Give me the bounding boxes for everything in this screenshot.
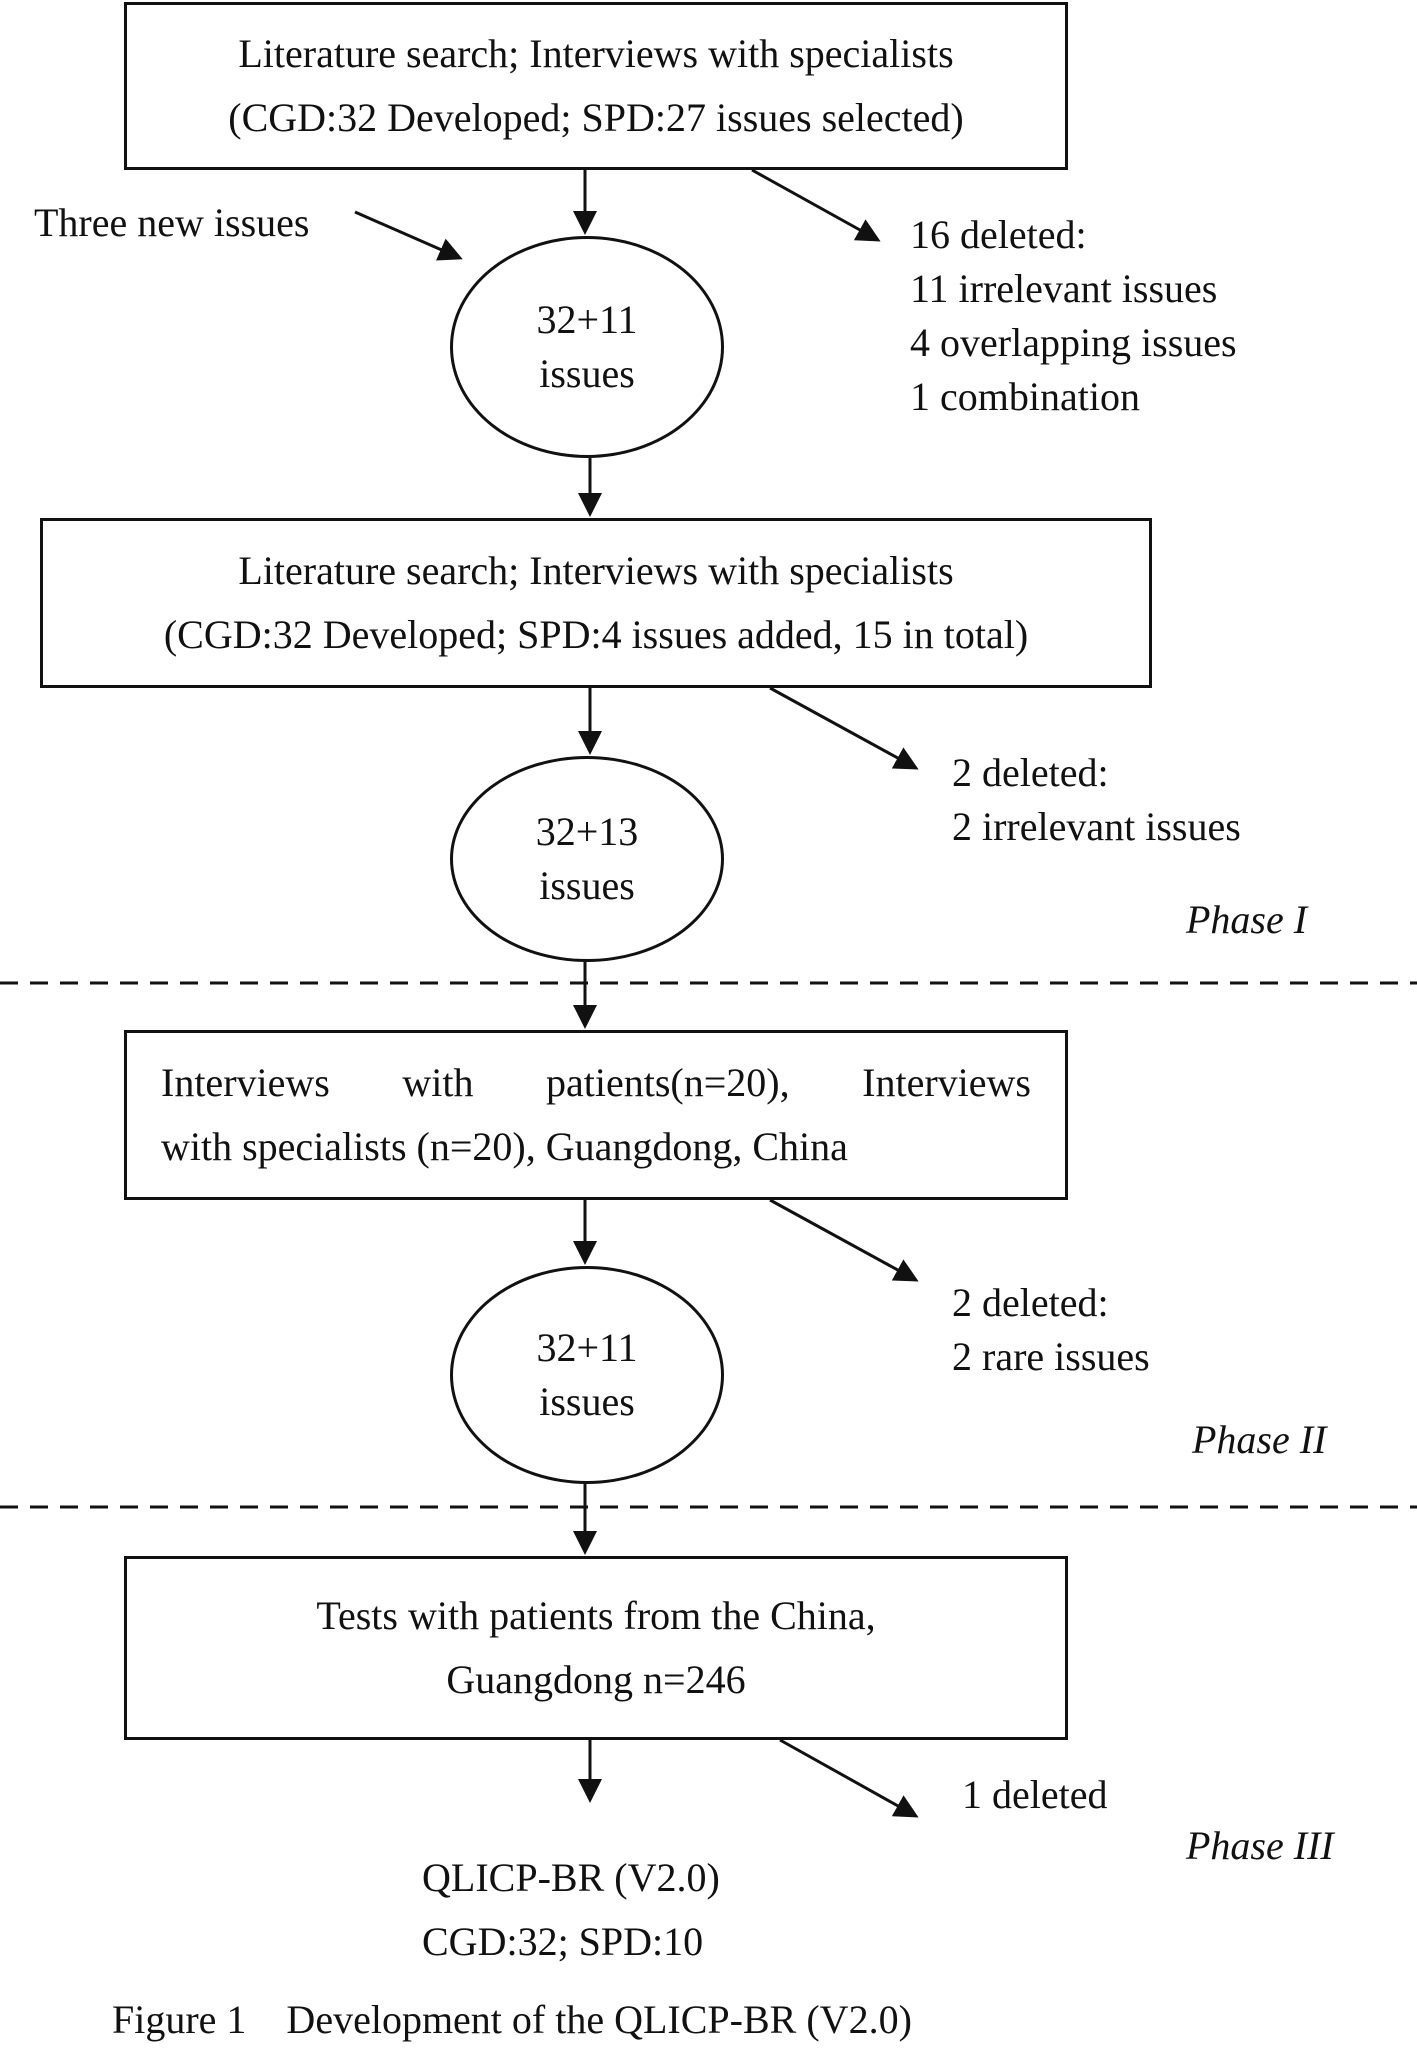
- step1-box-line-2: (CGD:32 Developed; SPD:27 issues selecte…: [228, 95, 964, 140]
- step2-result-ellipse: 32+13 issues: [450, 756, 724, 962]
- arrow-deleted-4: [779, 1738, 919, 1818]
- step1-box-line-1: Literature search; Interviews with speci…: [238, 31, 954, 76]
- final-result-line-1: QLICP-BR (V2.0): [422, 1855, 720, 1900]
- step3-deleted-line-2: 2 rare issues: [952, 1334, 1150, 1379]
- step3-deleted-line-1: 2 deleted:: [952, 1280, 1109, 1325]
- phase-3-label: Phase III: [1186, 1823, 1334, 1868]
- step4-deleted-line-1: 1 deleted: [962, 1772, 1108, 1817]
- final-result-line-2: CGD:32; SPD:10: [422, 1919, 704, 1964]
- step2-deleted-note: 2 deleted: 2 irrelevant issues: [952, 746, 1241, 854]
- step4-box: Tests with patients from the China, Guan…: [124, 1556, 1068, 1740]
- step3-box-line-2: with specialists (n=20), Guangdong, Chin…: [161, 1124, 848, 1169]
- step3-deleted-note: 2 deleted: 2 rare issues: [952, 1276, 1150, 1384]
- step4-deleted-note: 1 deleted: [962, 1768, 1108, 1822]
- step1-deleted-line-3: 4 overlapping issues: [910, 320, 1237, 365]
- step1-box: Literature search; Interviews with speci…: [124, 2, 1068, 170]
- figure-caption: Figure 1 Development of the QLICP-BR (V2…: [112, 1997, 912, 2042]
- phase-1-label: Phase I: [1186, 897, 1308, 942]
- step1-deleted-line-2: 11 irrelevant issues: [910, 266, 1218, 311]
- step2-deleted-line-2: 2 irrelevant issues: [952, 804, 1241, 849]
- step1-result-line-2: issues: [539, 351, 635, 396]
- step3-box-line-1: Interviews with patients(n=20), Intervie…: [161, 1060, 1031, 1105]
- step1-deleted-line-4: 1 combination: [910, 374, 1140, 419]
- step1-deleted-line-1: 16 deleted:: [910, 212, 1087, 257]
- arrow-new-issues: [354, 210, 463, 261]
- final-result: QLICP-BR (V2.0) CGD:32; SPD:10: [422, 1846, 720, 1974]
- step3-box: Interviews with patients(n=20), Intervie…: [124, 1030, 1068, 1200]
- step2-box-line-1: Literature search; Interviews with speci…: [238, 548, 954, 593]
- step1-added-note: Three new issues: [34, 200, 310, 245]
- step2-result-line-2: issues: [539, 863, 635, 908]
- arrow-deleted-1: [751, 168, 881, 242]
- step3-result-ellipse: 32+11 issues: [450, 1266, 724, 1484]
- step1-deleted-note: 16 deleted: 11 irrelevant issues 4 overl…: [910, 208, 1237, 424]
- step4-box-line-2: Guangdong n=246: [446, 1657, 746, 1702]
- step1-result-ellipse: 32+11 issues: [450, 236, 724, 458]
- step2-box: Literature search; Interviews with speci…: [40, 518, 1152, 688]
- step3-result-line-1: 32+11: [536, 1325, 638, 1370]
- step1-result-line-1: 32+11: [536, 297, 638, 342]
- arrow-deleted-2: [769, 686, 919, 770]
- step2-box-line-2: (CGD:32 Developed; SPD:4 issues added, 1…: [163, 612, 1029, 657]
- step2-deleted-line-1: 2 deleted:: [952, 750, 1109, 795]
- arrow-deleted-3: [769, 1198, 919, 1282]
- step2-result-line-1: 32+13: [535, 809, 639, 854]
- phase-2-label: Phase II: [1192, 1417, 1327, 1462]
- step4-box-line-1: Tests with patients from the China,: [316, 1593, 876, 1638]
- step3-result-line-2: issues: [539, 1379, 635, 1424]
